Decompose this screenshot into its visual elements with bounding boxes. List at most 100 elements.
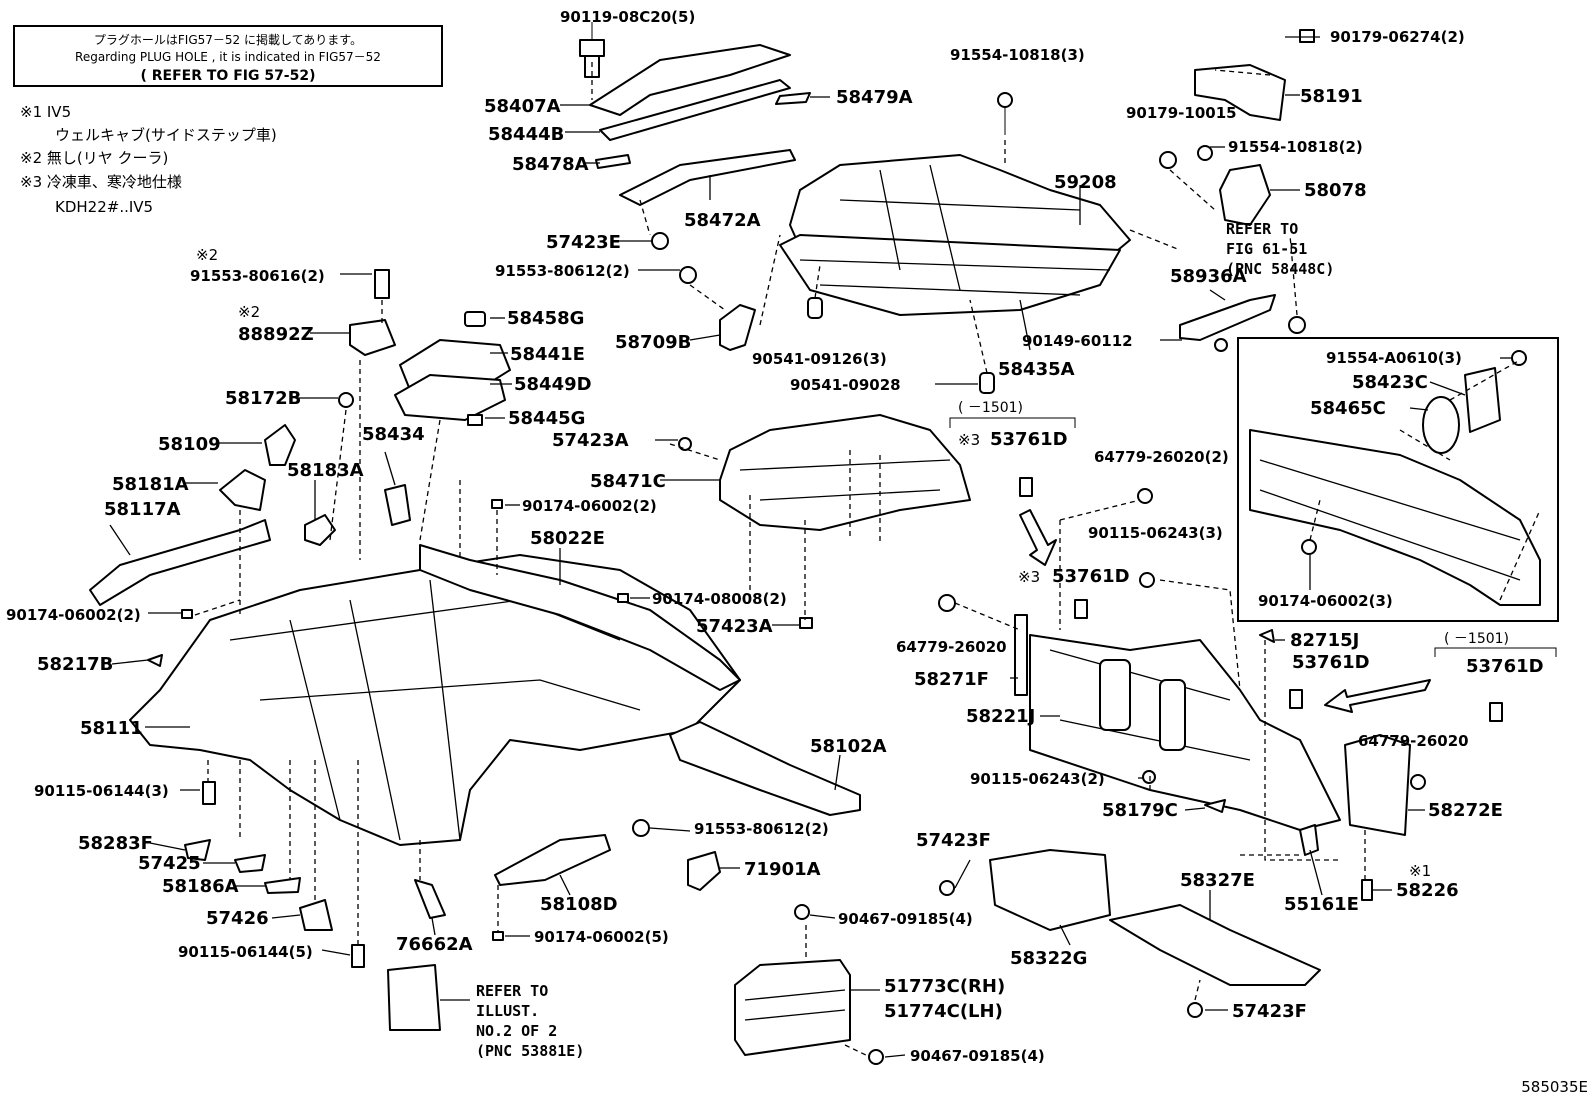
- label-59208: 59208: [1054, 172, 1117, 193]
- label-64779-26020-a: 64779-26020(2): [1094, 448, 1229, 466]
- label-90115-06144-a: 90115-06144(3): [34, 782, 169, 800]
- label-53761D-b: 53761D: [1052, 566, 1130, 587]
- label-90179-10015: 90179-10015: [1126, 104, 1237, 122]
- label-90115-06243-b: 90115-06243(2): [970, 770, 1105, 788]
- label-58444B: 58444B: [488, 124, 564, 145]
- label-58172B: 58172B: [225, 388, 301, 409]
- label-58479A: 58479A: [836, 87, 913, 108]
- label-88892Z: 88892Z: [238, 324, 314, 345]
- label-58109: 58109: [158, 434, 221, 455]
- label-58022E: 58022E: [530, 528, 605, 549]
- label-90174-06002-b: 90174-06002(2): [522, 497, 657, 515]
- ref-illust-line1: REFER TO: [476, 982, 548, 1000]
- label-90467-09185-a: 90467-09185(4): [838, 910, 973, 928]
- label-57423E: 57423E: [546, 232, 621, 253]
- label-58186A: 58186A: [162, 876, 239, 897]
- mark-1: ※1: [1409, 862, 1431, 880]
- label-57426: 57426: [206, 908, 269, 929]
- ref-illust-line4: (PNC 53881E): [476, 1042, 584, 1060]
- leader-lines: [109, 36, 1557, 1058]
- label-58108D: 58108D: [540, 894, 618, 915]
- label-64779-26020-b: 64779-26020: [896, 638, 1007, 656]
- label-91554-10818-b: 91554-10818(2): [1228, 138, 1363, 156]
- mark-3-b: ※3: [1018, 568, 1040, 586]
- label-90115-06243-a: 90115-06243(3): [1088, 524, 1223, 542]
- label-90174-06002-d: 90174-06002(3): [1258, 592, 1393, 610]
- note-box-en: Regarding PLUG HOLE , it is indicated in…: [75, 50, 381, 64]
- label-57423F-b: 57423F: [1232, 1001, 1307, 1022]
- footnote-3: ※3 冷凍車、寒冷地仕様: [20, 173, 182, 191]
- ref-fig61-line3: (PNC 58448C): [1226, 260, 1334, 278]
- label-58445G: 58445G: [508, 408, 585, 429]
- footnote-1-text: ウェルキャブ(サイドステップ車): [55, 126, 277, 144]
- label-58271F: 58271F: [914, 669, 989, 690]
- ref-illust-line3: NO.2 OF 2: [476, 1022, 557, 1040]
- ref-illust-line2: ILLUST.: [476, 1002, 539, 1020]
- label-58078: 58078: [1304, 180, 1367, 201]
- label-57423A-a: 57423A: [552, 430, 629, 451]
- label-58111: 58111: [80, 718, 143, 739]
- label-57425: 57425: [138, 853, 201, 874]
- mark-2-a: ※2: [196, 246, 218, 264]
- label-58179C: 58179C: [1102, 800, 1178, 821]
- figure-code: 585035E: [1521, 1078, 1588, 1096]
- label-58441E: 58441E: [510, 344, 585, 365]
- note-box-ref: ( REFER TO FIG 57-52): [140, 68, 315, 84]
- label-64779-26020-c: 64779-26020: [1358, 732, 1469, 750]
- label-76662A: 76662A: [396, 934, 473, 955]
- label-82715J: 82715J: [1290, 630, 1359, 651]
- range-1: ( －1501): [958, 400, 1023, 416]
- label-91554-10818-a: 91554-10818(3): [950, 46, 1085, 64]
- label-91553-80612-b: 91553-80612(2): [694, 820, 829, 838]
- label-58272E: 58272E: [1428, 800, 1503, 821]
- label-58191: 58191: [1300, 86, 1363, 107]
- label-90179-06274: 90179-06274(2): [1330, 28, 1465, 46]
- label-53761D-a: 53761D: [990, 429, 1068, 450]
- label-91553-80616: 91553-80616(2): [190, 267, 325, 285]
- label-58407A: 58407A: [484, 96, 561, 117]
- label-58221J: 58221J: [966, 706, 1035, 727]
- label-58471C: 58471C: [590, 471, 666, 492]
- mark-3-a: ※3: [958, 431, 980, 449]
- label-58217B: 58217B: [37, 654, 113, 675]
- label-58434: 58434: [362, 424, 425, 445]
- label-58423C: 58423C: [1352, 372, 1428, 393]
- label-58458G: 58458G: [507, 308, 584, 329]
- label-58102A: 58102A: [810, 736, 887, 757]
- label-90174-06002-a: 90174-06002(2): [6, 606, 141, 624]
- label-57423F-a: 57423F: [916, 830, 991, 851]
- part-shapes: [89, 22, 1559, 1065]
- label-58478A: 58478A: [512, 154, 589, 175]
- label-58472A: 58472A: [684, 210, 761, 231]
- label-57423A-b: 57423A: [696, 616, 773, 637]
- label-58183A: 58183A: [287, 460, 364, 481]
- note-box-jp: プラグホールはFIG57－52 に掲載してあります。: [94, 32, 362, 47]
- label-58117A: 58117A: [104, 499, 181, 520]
- mark-2-b: ※2: [238, 303, 260, 321]
- label-58226: 58226: [1396, 880, 1459, 901]
- footnote-2: ※2 無し(リヤ クーラ): [20, 149, 168, 167]
- ref-fig61-line1: REFER TO: [1226, 220, 1298, 238]
- label-58322G: 58322G: [1010, 948, 1087, 969]
- note-box: プラグホールはFIG57－52 に掲載してあります。 Regarding PLU…: [13, 25, 443, 87]
- label-51774C: 51774C(LH): [884, 1001, 1003, 1022]
- label-58449D: 58449D: [514, 374, 592, 395]
- label-90115-06144-b: 90115-06144(5): [178, 943, 313, 961]
- label-90174-08008: 90174-08008(2): [652, 590, 787, 608]
- label-58936A: 58936A: [1170, 266, 1247, 287]
- label-58283F: 58283F: [78, 833, 153, 854]
- label-58181A: 58181A: [112, 474, 189, 495]
- label-71901A: 71901A: [744, 859, 821, 880]
- label-51773C: 51773C(RH): [884, 976, 1005, 997]
- label-53761D-c: 53761D: [1292, 652, 1370, 673]
- footnote-1: ※1 IV5: [20, 103, 71, 121]
- label-58435A: 58435A: [998, 359, 1075, 380]
- label-90541-09126: 90541-09126(3): [752, 350, 887, 368]
- label-90149-60112: 90149-60112: [1022, 332, 1133, 350]
- label-91554-A0610: 91554-A0610(3): [1326, 349, 1462, 367]
- range-2: ( －1501): [1444, 631, 1509, 647]
- part-labels: 90119-08C20(5) 58407A 58479A 58444B 5847…: [6, 8, 1588, 1096]
- label-90119-08C20: 90119-08C20(5): [560, 8, 695, 26]
- footnotes: ※1 IV5 ウェルキャブ(サイドステップ車) ※2 無し(リヤ クーラ) ※3…: [20, 103, 277, 216]
